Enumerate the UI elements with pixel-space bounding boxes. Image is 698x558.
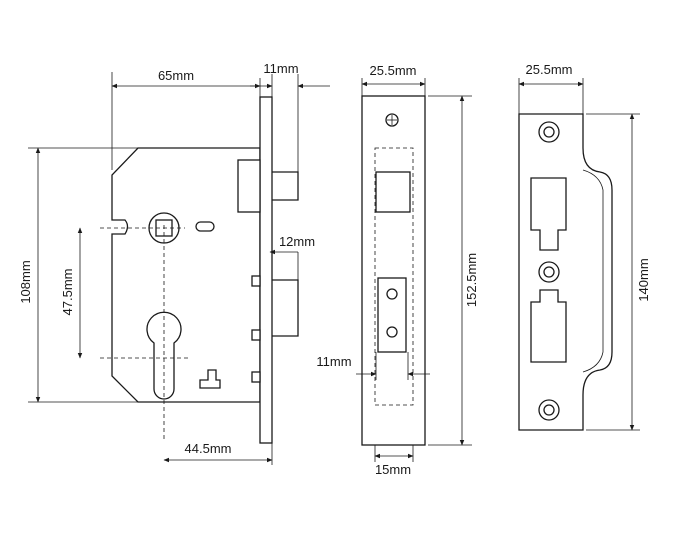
strike-bolt-aperture <box>530 289 567 363</box>
dim-bolt-width-label: 12mm <box>279 234 315 249</box>
lock-case-outline <box>111 147 261 403</box>
strike-screw-hole-bottom <box>538 399 560 421</box>
forend-hidden-case <box>374 147 414 406</box>
strike-plate-outline <box>518 113 613 431</box>
dim-case-width-label: 15mm <box>375 462 411 477</box>
strike-screw-hole-top <box>538 121 560 143</box>
strike-lip-curve <box>582 169 604 373</box>
bolt-stub-3 <box>251 371 261 383</box>
dim-case-depth-label: 44.5mm <box>185 441 232 456</box>
forend-dimensions: 25.5mm 152.5mm 11mm 15mm <box>316 63 479 477</box>
strike-screw-hole-middle <box>538 261 560 283</box>
forend-front-view <box>361 95 426 446</box>
latch-bolt-inner <box>237 159 261 213</box>
dim-forend-width-label: 25.5mm <box>370 63 417 78</box>
forend-deadbolt-opening <box>377 277 407 353</box>
dim-latch-projection-label: 11mm <box>263 61 298 76</box>
euro-cylinder-keyhole <box>146 311 182 400</box>
dim-strike-height-label: 140mm <box>636 258 651 301</box>
strike-latch-aperture <box>530 177 567 251</box>
latch-bolt <box>272 171 299 201</box>
dim-forend-height-label: 152.5mm <box>464 253 479 307</box>
forend-latch-opening <box>375 171 411 213</box>
dim-forend-offset-label: 11mm <box>316 354 351 369</box>
lock-body <box>100 96 299 444</box>
forend-screw-icon <box>385 113 399 127</box>
lock-dimensions: 65mm 11mm 108mm 47.5mm 12mm 44.5mm <box>18 61 330 465</box>
dim-strike-width-label: 25.5mm <box>526 62 573 77</box>
dead-bolt <box>272 279 299 337</box>
strike-plate <box>518 113 613 431</box>
lock-forend-plate <box>259 96 273 444</box>
follower-block <box>199 369 221 389</box>
dim-centres-label: 47.5mm <box>60 269 75 316</box>
forend-plate <box>361 95 426 446</box>
dim-height-label: 108mm <box>18 260 33 303</box>
strike-dimensions: 25.5mm 140mm <box>518 62 651 431</box>
bolt-stub-1 <box>251 275 261 287</box>
case-slot <box>195 221 215 232</box>
bolt-stub-2 <box>251 329 261 341</box>
dim-backset-label: 65mm <box>158 68 194 83</box>
